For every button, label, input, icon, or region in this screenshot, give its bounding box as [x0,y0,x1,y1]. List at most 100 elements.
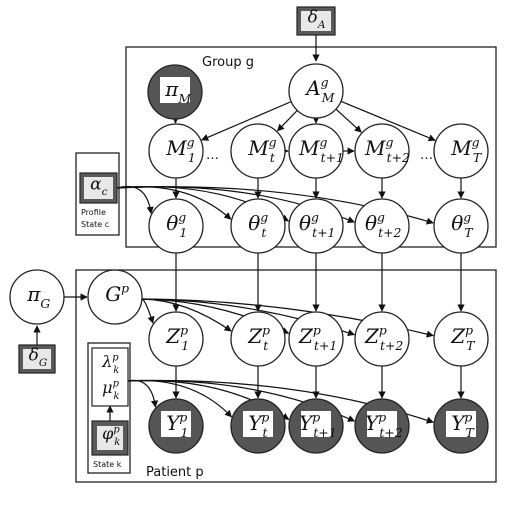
delta-g-hyper-inner [23,349,51,369]
phi-k-inner [97,426,123,450]
z-node-4-circle [433,311,489,367]
m-node-1-circle [230,123,286,179]
profile-plate [75,152,120,236]
theta-node-1-circle [230,198,286,254]
g-p-node-circle [87,269,143,325]
z-node-2-circle [288,311,344,367]
state-plate [87,342,131,474]
z-node-0-circle [148,311,204,367]
pi-m-node: πM [147,64,203,120]
y-node-0-label-bg [161,411,191,437]
g-p-node-label: Gp [105,281,129,306]
patient-plate-label: Patient p [146,465,204,480]
m-node-4-circle [433,123,489,179]
edge-Gp-Z0 [141,298,155,324]
theta-node-2-circle [288,198,344,254]
pi-g-node-label: πG [26,282,50,311]
theta-node-4-circle [433,198,489,254]
edge-AM-M1 [276,109,298,132]
pi-m-node-label: πM [164,77,191,106]
pi-g-node-circle [9,269,65,325]
delta-a-hyper: δA [296,6,336,36]
patient-plate [75,269,497,483]
y-node-4-label-bg [446,411,476,437]
g-p-node: Gp [87,269,143,325]
y-node-2-label-bg [301,411,331,437]
delta-g-hyper: δG [18,344,56,374]
m-node-0-circle [148,123,204,179]
alpha-c-hyper: αc [79,172,118,204]
z-node-3-circle [354,311,410,367]
pi-m-node-label-bg [160,77,190,103]
delta-a-hyper-label: δA [308,7,326,31]
lambda-mu-box-frame [91,347,129,407]
m-node-2-circle [288,123,344,179]
a-m-node-circle [288,63,344,119]
z-node-1-circle [230,311,286,367]
state-plate-label: State k [93,460,122,469]
group-plate-label: Group g [202,55,254,70]
ellipsis-m-1: … [206,148,219,163]
edge-AM-M0 [201,101,292,141]
theta-node-3-circle [354,198,410,254]
y-node-3-label-bg [367,411,397,437]
alpha-c-hyper-label: αc [90,174,107,198]
y-node-1-label-bg [243,411,273,437]
ellipsis-m-2: … [420,148,433,163]
profile-plate-label-line1: Profile [81,208,106,217]
edge-lm-Y0 [126,379,159,408]
theta-node-0-circle [148,198,204,254]
edge-AM-M4 [340,100,436,142]
pi-g-node: πG [9,269,65,325]
edge-alpha-theta0 [116,185,154,215]
profile-plate-label-line2: State c [81,220,109,229]
alpha-c-hyper-inner [84,177,113,199]
m-node-3-circle [354,123,410,179]
